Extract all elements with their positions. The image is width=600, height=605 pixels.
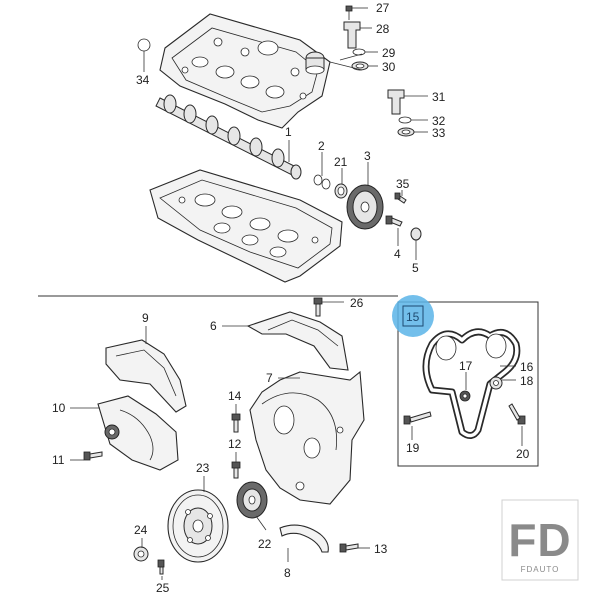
callout-7: 7: [266, 371, 273, 385]
screw-27: [345, 5, 353, 20]
callout-1: 1: [285, 125, 292, 139]
callout-25: 25: [156, 581, 170, 595]
plug: [410, 227, 422, 241]
callout-34: 34: [136, 73, 150, 87]
callout-11: 11: [52, 453, 65, 467]
leader-lines-top: [143, 7, 428, 260]
callout-27: 27: [376, 1, 390, 15]
callout-21: 21: [334, 155, 348, 169]
callout-26: 26: [350, 296, 364, 310]
callout-31: 31: [432, 90, 446, 104]
callout-18: 18: [520, 374, 534, 388]
callout-12: 12: [228, 437, 242, 451]
camshaft: [155, 94, 302, 180]
bolt-12: [231, 461, 241, 479]
callout-14: 14: [228, 389, 242, 403]
callout-15: 15: [406, 310, 420, 324]
callout-8: 8: [284, 566, 291, 580]
callout-22: 22: [258, 537, 272, 551]
callout-3: 3: [364, 149, 371, 163]
callout-4: 4: [394, 247, 401, 261]
fdauto-logo: FD FDAUTO: [501, 499, 579, 581]
callout-10: 10: [52, 401, 66, 415]
seal-ring: [321, 178, 331, 190]
callout-23: 23: [196, 461, 210, 475]
cylinder-head: [149, 169, 343, 283]
callout-5: 5: [412, 261, 419, 275]
callout-numbers: 27 28 29 30 31 32 33 34 1 2 21 3 35 4 5 …: [52, 1, 534, 595]
timing-cover-lower: [97, 395, 179, 471]
callout-24: 24: [134, 523, 148, 537]
kit-label-box: [402, 305, 424, 327]
crankshaft-pulley: [167, 489, 229, 563]
camshaft-pulley: [346, 184, 384, 230]
crankshaft-gear: [236, 481, 268, 519]
bracket-8: [279, 524, 329, 553]
logo-mark: FD: [508, 514, 571, 566]
callout-13: 13: [374, 542, 388, 556]
callout-20: 20: [516, 447, 530, 461]
leader-lines-bottom: [70, 301, 523, 580]
callout-17: 17: [459, 359, 473, 373]
callout-32: 32: [432, 114, 446, 128]
callout-30: 30: [382, 60, 396, 74]
timing-cover-upper: [246, 311, 349, 371]
bolt-11: [83, 451, 103, 461]
bolt-25: [157, 559, 165, 575]
timing-cover-9: [105, 339, 187, 413]
sensor-bolt-35: [394, 192, 407, 204]
oil-cap: [305, 51, 325, 75]
solenoid-28: [343, 21, 361, 49]
oring-29: [352, 48, 366, 56]
seal-ring: [313, 174, 323, 186]
solenoid-31: [387, 89, 405, 115]
timing-cover-rear: [249, 370, 365, 505]
callout-28: 28: [376, 22, 390, 36]
callout-2: 2: [318, 139, 325, 153]
callout-29: 29: [382, 46, 396, 60]
bolt-13: [339, 543, 359, 553]
bolt-14: [231, 413, 241, 433]
timing-belt-kit-box: [397, 301, 539, 467]
oring-34: [137, 38, 151, 52]
callout-35: 35: [396, 177, 410, 191]
crank-bolt-24: [133, 546, 149, 562]
callout-6: 6: [210, 319, 217, 333]
callout-9: 9: [142, 311, 149, 325]
logo-name: FDAUTO: [521, 565, 560, 574]
callout-19: 19: [406, 441, 420, 455]
bolt-26: [313, 297, 323, 317]
callout-16: 16: [520, 360, 534, 374]
camshaft-cover: [159, 13, 331, 129]
oring-32: [398, 116, 412, 124]
callout-33: 33: [432, 126, 446, 140]
bolt: [385, 215, 403, 227]
